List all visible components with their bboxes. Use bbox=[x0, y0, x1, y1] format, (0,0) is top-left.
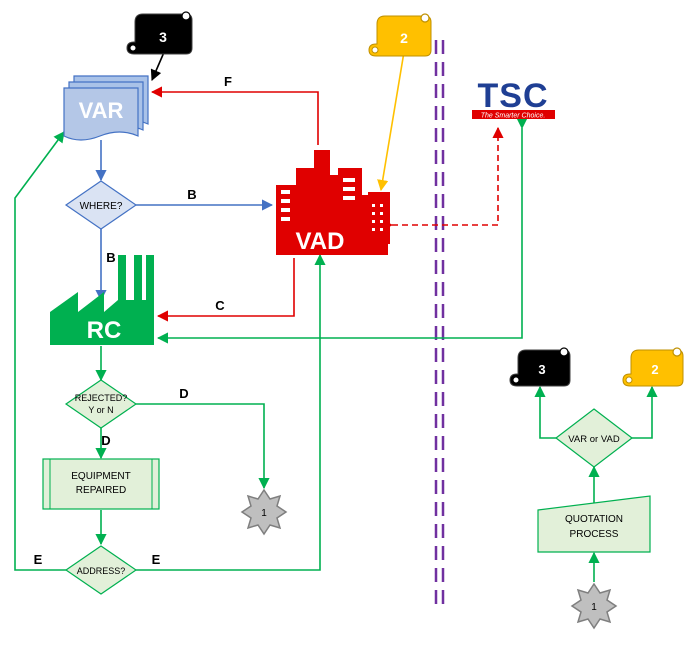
var-label: VAR bbox=[79, 98, 124, 123]
rejected-label-line1: REJECTED? bbox=[75, 393, 128, 403]
edge-label-b-right: B bbox=[187, 187, 196, 202]
edge-choice-scroll2 bbox=[632, 385, 658, 439]
edge-label-c: C bbox=[215, 298, 225, 313]
edge-e-left bbox=[14, 131, 66, 571]
edge-label-e-left: E bbox=[34, 552, 43, 567]
equipment-label-line2: REPAIRED bbox=[76, 485, 126, 496]
connector-star-right: 1 bbox=[570, 582, 618, 630]
var-or-vad-decision: VAR or VAD bbox=[555, 408, 633, 468]
edge-label-f: F bbox=[224, 74, 232, 89]
equipment-label-line1: EQUIPMENT bbox=[71, 471, 130, 482]
scroll-3-top-label: 3 bbox=[159, 29, 167, 45]
tsc-logo-text: TSC bbox=[478, 77, 549, 115]
edge-f bbox=[150, 86, 319, 145]
quotation-label-line2: PROCESS bbox=[570, 529, 619, 540]
edge-label-e-right: E bbox=[152, 552, 161, 567]
rc-factory: RC bbox=[50, 255, 154, 345]
scroll-3-right: 3 bbox=[509, 347, 571, 387]
quotation-label-line1: QUOTATION bbox=[565, 514, 623, 525]
rejected-label-line2: Y or N bbox=[88, 405, 113, 415]
address-decision: ADDRESS? bbox=[64, 545, 138, 595]
vad-label: VAD bbox=[296, 228, 345, 255]
scroll-2-top-label: 2 bbox=[400, 30, 408, 46]
scroll-2-top: 2 bbox=[368, 13, 432, 57]
var-or-vad-label: VAR or VAD bbox=[568, 434, 620, 445]
edge-d-right bbox=[136, 403, 270, 490]
star-left-label: 1 bbox=[261, 508, 267, 519]
rc-label: RC bbox=[87, 317, 122, 344]
scroll-2-right-label: 2 bbox=[651, 362, 658, 377]
scroll-2-right: 2 bbox=[622, 347, 684, 387]
rejected-decision: REJECTED? Y or N bbox=[64, 379, 138, 429]
connector-star-left: 1 bbox=[240, 488, 288, 536]
edge-vad-tsc bbox=[381, 126, 504, 231]
divider-line bbox=[434, 40, 445, 610]
edge-tsc-rc bbox=[156, 117, 528, 344]
where-label: WHERE? bbox=[80, 201, 123, 212]
vad-factory: VAD bbox=[276, 150, 390, 255]
edge-label-d-right: D bbox=[179, 386, 188, 401]
edge-c bbox=[156, 258, 295, 322]
scroll-3-right-label: 3 bbox=[538, 362, 545, 377]
where-decision: WHERE? bbox=[64, 180, 138, 230]
tsc-tagline: The Smarter Choice. bbox=[481, 113, 546, 120]
equipment-repaired-process: EQUIPMENT REPAIRED bbox=[42, 458, 160, 510]
edge-choice-scroll3 bbox=[534, 385, 556, 439]
var-document: VAR bbox=[63, 75, 149, 141]
edge-scroll2-vad bbox=[377, 51, 405, 192]
edge-label-b-down: B bbox=[106, 250, 115, 265]
scroll-3-top: 3 bbox=[126, 11, 193, 55]
edge-scroll3-var bbox=[150, 49, 166, 82]
tsc-logo: TSC The Smarter Choice. bbox=[472, 77, 555, 120]
edge-e-right bbox=[136, 253, 326, 571]
star-right-label: 1 bbox=[591, 602, 597, 613]
edge-label-d-down: D bbox=[101, 433, 110, 448]
quotation-process: QUOTATION PROCESS bbox=[537, 495, 651, 553]
address-label: ADDRESS? bbox=[77, 566, 126, 576]
